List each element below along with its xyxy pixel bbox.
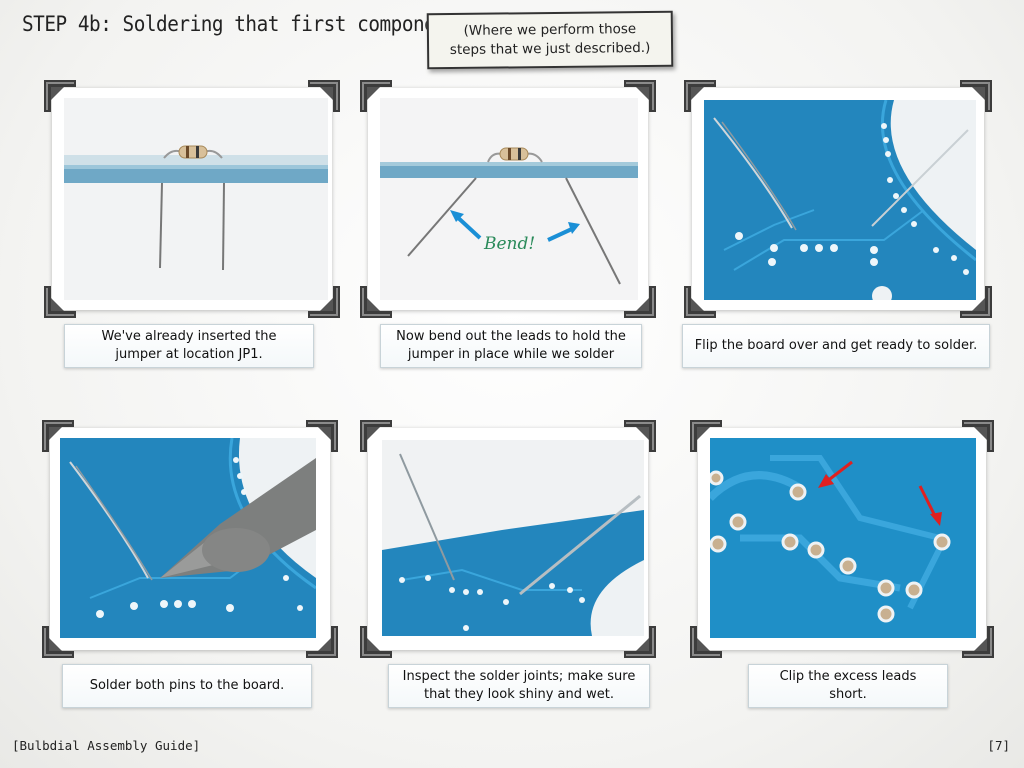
photo-corner-icon	[306, 626, 338, 658]
caption-line: We've already inserted the	[101, 329, 277, 344]
photo-corner-icon	[360, 626, 392, 658]
note-line-1: (Where we perform those	[463, 21, 637, 39]
photo-corner-icon	[308, 80, 340, 112]
photo-solder-pins	[60, 438, 316, 638]
photo-clip-leads	[710, 438, 976, 638]
photo-corner-icon	[42, 626, 74, 658]
caption-line: Flip the board over and get ready to sol…	[694, 338, 978, 353]
photo-corner-icon	[360, 80, 392, 112]
photo-jumper-inserted	[64, 98, 328, 300]
caption-step-5: Inspect the solder joints; make sure tha…	[388, 664, 650, 708]
caption-step-3: Flip the board over and get ready to sol…	[682, 324, 990, 368]
photo-corner-icon	[684, 80, 716, 112]
caption-step-6: Clip the excess leads short.	[748, 664, 948, 708]
caption-step-1: We've already inserted the jumper at loc…	[64, 324, 314, 368]
photo-corner-icon	[624, 286, 656, 318]
photo-corner-icon	[960, 80, 992, 112]
photo-corner-icon	[962, 626, 994, 658]
caption-line: jumper at location JP1.	[115, 347, 263, 362]
photo-corner-icon	[690, 420, 722, 452]
caption-line: Solder both pins to the board.	[89, 678, 285, 693]
bend-label: Bend!	[484, 234, 536, 254]
page-number: [7]	[987, 738, 1010, 753]
photo-corner-icon	[960, 286, 992, 318]
guide-name: [Bulbdial Assembly Guide]	[12, 738, 201, 753]
photo-corner-icon	[624, 626, 656, 658]
photo-inspect-joints	[382, 440, 644, 636]
photo-corner-icon	[42, 420, 74, 452]
caption-line: that they look shiny and wet.	[423, 687, 614, 702]
photo-corner-icon	[690, 626, 722, 658]
photo-corner-icon	[962, 420, 994, 452]
caption-line: Now bend out the leads to hold the	[396, 329, 626, 344]
photo-corner-icon	[306, 420, 338, 452]
sticky-note: (Where we perform those steps that we ju…	[426, 10, 674, 70]
photo-corner-icon	[44, 286, 76, 318]
photo-corner-icon	[44, 80, 76, 112]
photo-corner-icon	[360, 286, 392, 318]
photo-corner-icon	[684, 286, 716, 318]
photo-flip-board	[704, 100, 976, 300]
note-line-2: steps that we just described.)	[449, 39, 651, 59]
caption-line: Inspect the solder joints; make sure	[402, 669, 636, 684]
photo-corner-icon	[624, 80, 656, 112]
photo-bend-leads: Bend!	[380, 98, 638, 300]
caption-line: jumper in place while we solder	[407, 347, 615, 362]
caption-step-4: Solder both pins to the board.	[62, 664, 312, 708]
caption-step-2: Now bend out the leads to hold the jumpe…	[380, 324, 642, 368]
photo-corner-icon	[308, 286, 340, 318]
photo-corner-icon	[624, 420, 656, 452]
photo-corner-icon	[360, 420, 392, 452]
caption-line: Clip the excess leads short.	[779, 669, 917, 702]
page-title: STEP 4b: Soldering that first component	[22, 12, 458, 36]
